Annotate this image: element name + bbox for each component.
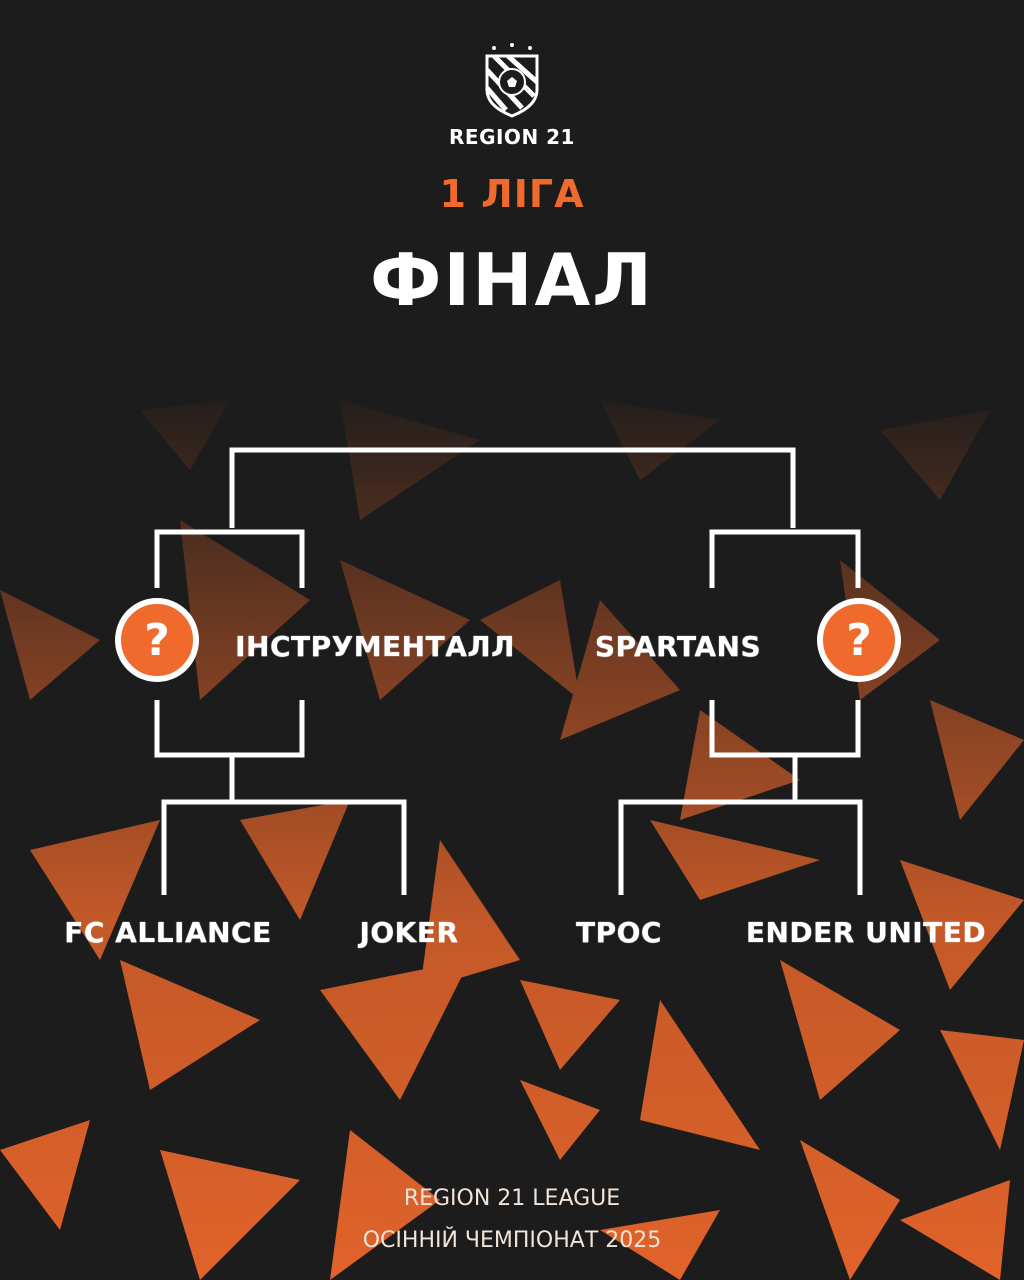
team-semifinal-left: ІНСТРУМЕНТАЛЛ	[235, 630, 515, 663]
team-quarterfinal: FC ALLIANCE	[64, 916, 272, 949]
team-semifinal-right: SPARTANS	[594, 630, 762, 663]
right-finalist-unknown: ?	[817, 598, 901, 682]
question-icon: ?	[846, 614, 872, 666]
team-quarterfinal: ТРОС	[576, 916, 662, 949]
team-quarterfinal: JOKER	[359, 916, 459, 949]
page-title: ФІНАЛ	[370, 238, 654, 322]
question-icon: ?	[144, 614, 170, 666]
team-quarterfinal: ENDER UNITED	[745, 916, 987, 949]
brand-name: REGION 21	[449, 125, 575, 149]
region21-logo-icon	[485, 43, 539, 118]
left-finalist-unknown: ?	[115, 598, 199, 682]
footer-season: ОСІННІЙ ЧЕМПІОНАТ 2025	[362, 1228, 662, 1253]
footer-league: REGION 21 LEAGUE	[403, 1186, 621, 1211]
league-label: 1 ЛІГА	[439, 172, 585, 216]
